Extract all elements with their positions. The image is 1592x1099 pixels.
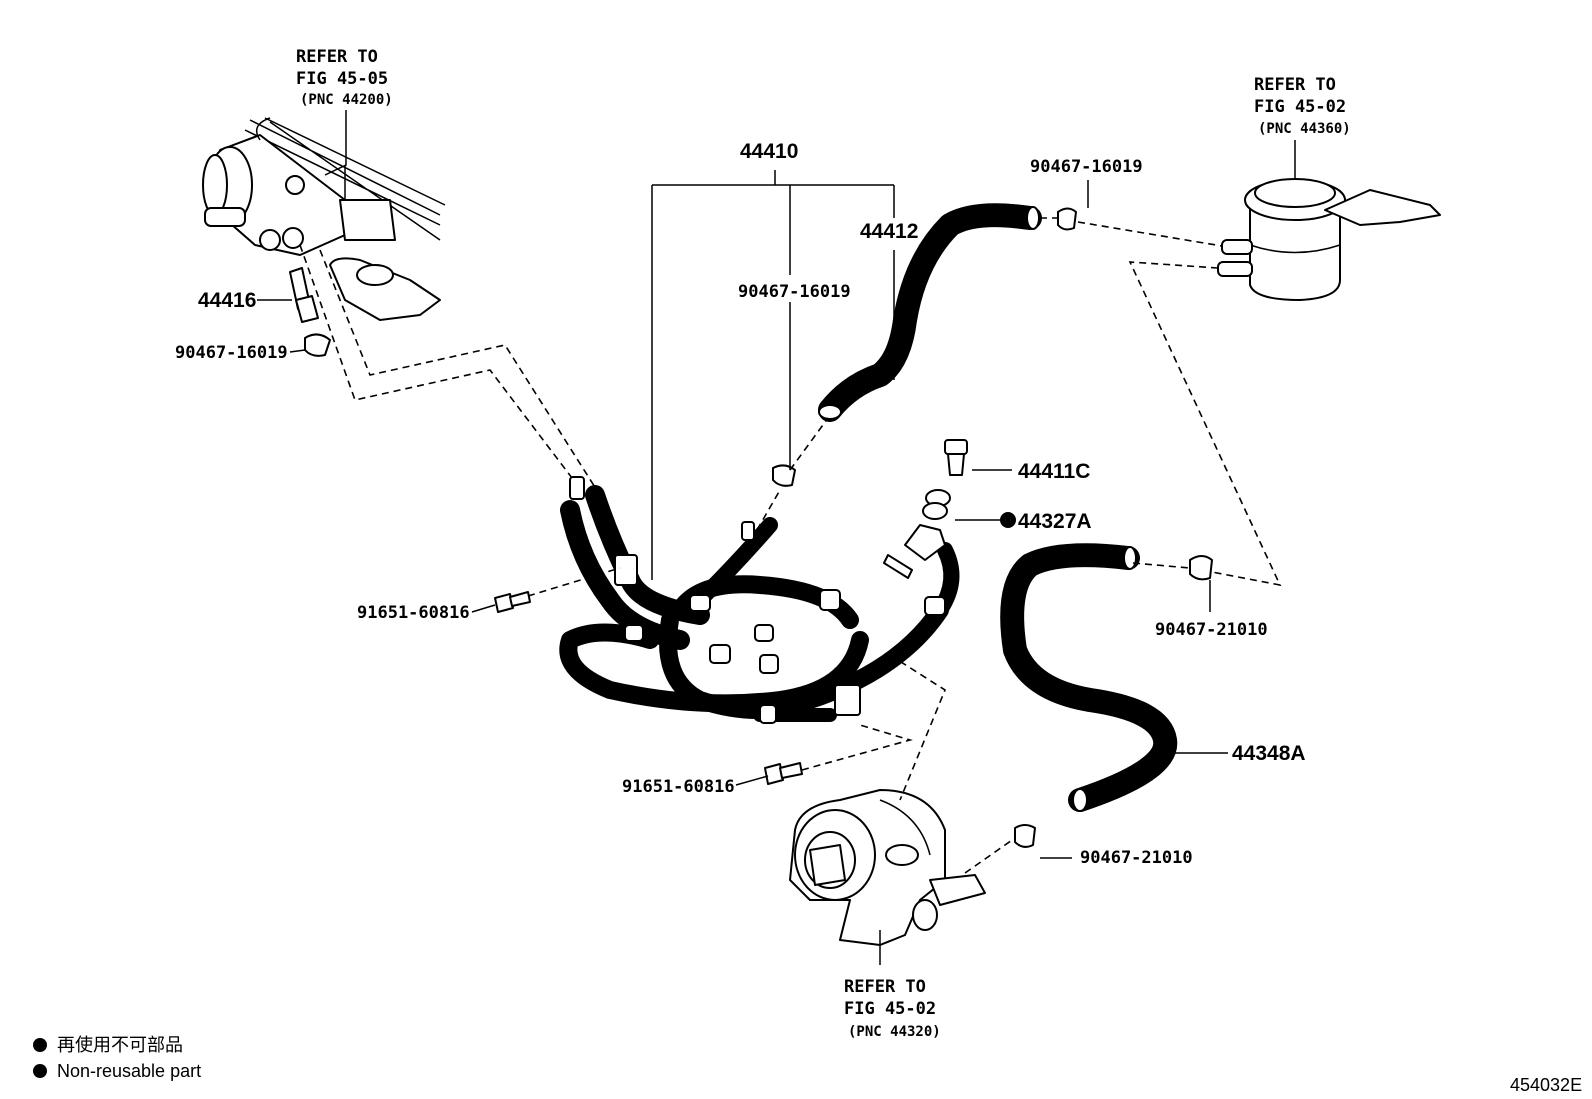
reservoir-illustration <box>1217 178 1441 301</box>
label-bolt-upper: 91651-60816 <box>357 603 470 623</box>
label-clip-top-left: 90467-16019 <box>175 343 288 363</box>
pump-illustration <box>789 789 986 946</box>
ref-pump-line1: REFER TO <box>844 977 926 997</box>
ref-reservoir-line1: REFER TO <box>1254 75 1336 95</box>
hose-44412 <box>818 203 1042 422</box>
label-clip-mid-right: 90467-21010 <box>1155 620 1268 640</box>
ref-pump-line3: (PNC 44320) <box>848 1024 941 1040</box>
clip-top-left <box>304 333 331 357</box>
label-44416: 44416 <box>198 289 256 312</box>
union-44411c <box>944 439 968 476</box>
steering-gear-illustration <box>202 117 446 321</box>
label-clip-top-right: 90467-16019 <box>1030 157 1143 177</box>
leader-lines <box>257 110 1296 965</box>
figure-code: 454032E <box>1510 1075 1582 1095</box>
hose-44348a <box>1000 543 1178 812</box>
label-bolt-lower: 91651-60816 <box>622 777 735 797</box>
label-clip-lower-right: 90467-21010 <box>1080 848 1193 868</box>
bolt-upper <box>494 591 531 613</box>
ref-pump-line2: FIG 45-02 <box>844 999 936 1019</box>
hose-assembly-44410 <box>559 476 960 724</box>
ref-rack-line2: FIG 45-05 <box>296 69 388 89</box>
bolt-lower <box>764 762 803 785</box>
legend: 再使用不可部品 Non-reusable part <box>33 1035 201 1081</box>
clip-lower-right <box>1014 824 1036 848</box>
legend-jp: 再使用不可部品 <box>57 1035 183 1055</box>
legend-en: Non-reusable part <box>57 1061 201 1081</box>
label-44410: 44410 <box>740 140 798 163</box>
ref-reservoir-line3: (PNC 44360) <box>1258 121 1351 137</box>
label-44412: 44412 <box>860 220 918 243</box>
non-reusable-marker <box>1000 512 1016 528</box>
label-44411c: 44411C <box>1018 460 1090 483</box>
legend-dot-en <box>33 1064 47 1078</box>
ref-rack-line1: REFER TO <box>296 47 378 67</box>
label-44348a: 44348A <box>1232 742 1306 765</box>
ref-rack-line3: (PNC 44200) <box>300 92 393 108</box>
clip-center <box>772 464 796 487</box>
legend-dot-jp <box>33 1038 47 1052</box>
union-44416 <box>289 267 319 323</box>
gasket-44327a <box>922 489 951 520</box>
label-44327a: 44327A <box>1018 510 1092 533</box>
label-clip-center: 90467-16019 <box>738 282 851 302</box>
clip-mid-right <box>1189 555 1213 581</box>
ref-reservoir-line2: FIG 45-02 <box>1254 97 1346 117</box>
clip-top-right <box>1057 207 1077 231</box>
reference-lines <box>299 217 1282 874</box>
